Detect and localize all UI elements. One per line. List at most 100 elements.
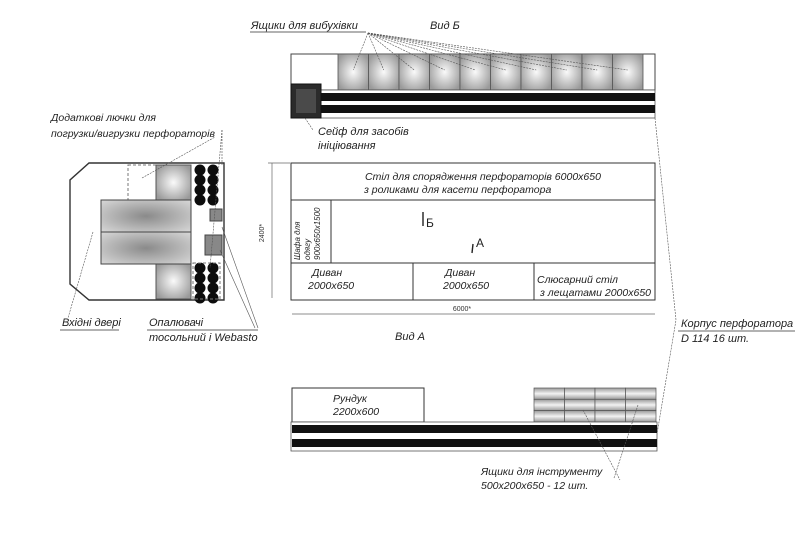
explosive-box-leader [367, 32, 445, 71]
perforator-body [194, 164, 206, 176]
sofa-plan-lower [100, 231, 192, 265]
heaters-label-line1: Опалювачі [149, 317, 204, 329]
explosive-box-leader [352, 32, 369, 71]
perforator-body [207, 272, 219, 284]
tool-box [594, 410, 626, 423]
interior-layout: 2400* Стіл для спорядження перфораторів … [259, 162, 656, 343]
view-a-title: Вид А [395, 331, 425, 343]
explosive-box [581, 53, 613, 91]
perforator-body [194, 184, 206, 196]
perforator-body [194, 194, 206, 206]
bench-label-line2: з лещатами 2000х650 [539, 287, 651, 299]
view-b-title: Вид Б [430, 20, 460, 32]
tool-box [533, 410, 565, 423]
tool-box [564, 398, 596, 411]
perforator-body-callout: Корпус перфоратора D 114 16 шт. [654, 117, 795, 441]
perforators-lower [194, 262, 219, 304]
hatches-label-line1: Додаткові лючки для [50, 112, 156, 124]
perforator-body [207, 262, 219, 274]
tool-box [564, 387, 596, 400]
explosive-box-leader [367, 32, 628, 71]
heaters-label-line2: тосольний і Webasto [149, 332, 258, 344]
rail-upper [320, 93, 655, 101]
perforator-body [194, 262, 206, 274]
explosive-box [490, 53, 522, 91]
explosive-box [612, 53, 644, 91]
perforator-body-line2: D 114 16 шт. [681, 333, 749, 345]
explosive-box [551, 53, 583, 91]
tool-box [594, 398, 626, 411]
wardrobe-label-line2: одягу [303, 238, 312, 260]
perforator-body [207, 292, 219, 304]
chest-label-line1: Рундук [333, 393, 368, 405]
perforator-body [194, 272, 206, 284]
explosive-box [520, 53, 552, 91]
table-label-line2: з роликами для касети перфоратора [363, 184, 551, 196]
hatch-upper [127, 164, 157, 201]
sofa2-label-line1: Диван [444, 267, 475, 279]
rail-lower [292, 439, 657, 447]
hatches-label-line2: погрузки/вигрузки перфораторів [51, 128, 215, 140]
safe-leader [304, 117, 314, 131]
tool-box [564, 410, 596, 423]
chest-box [291, 387, 425, 423]
perforator-body [194, 174, 206, 186]
tool-box [625, 410, 657, 423]
marker-a: А [476, 236, 484, 250]
tool-boxes-grid [533, 387, 657, 423]
explosive-box-leader [367, 32, 476, 71]
table-label-line1: Стіл для спорядження перфораторів 6000х6… [365, 171, 601, 183]
hatch-leader-3 [209, 129, 223, 269]
wardrobe-label-line1: Шафа для [293, 221, 302, 260]
explosive-box-leader [367, 32, 415, 71]
tool-box [625, 398, 657, 411]
explosive-box [337, 53, 369, 91]
explosive-boxes-label: Ящики для вибухівки [250, 20, 358, 32]
tool-box [594, 387, 626, 400]
sofa2-label-line2: 2000х650 [442, 280, 489, 292]
explosive-box-leader [367, 32, 385, 71]
perforator-body-line1: Корпус перфоратора [681, 318, 793, 330]
explosive-box [429, 53, 461, 91]
heater-leader-1 [221, 226, 259, 329]
explosive-box [459, 53, 491, 91]
perforator-body [194, 282, 206, 294]
tool-boxes-label-line1: Ящики для інструменту [480, 466, 603, 478]
box-lower [155, 262, 192, 300]
safe-label-line1: Сейф для засобів [318, 126, 409, 138]
view-a: Рундук 2200х600 Ящики для інструменту 50… [290, 387, 658, 492]
perforator-body [207, 164, 219, 176]
tool-boxes-label-line2: 500х200х650 - 12 шт. [481, 480, 588, 492]
explosive-boxes-row [337, 53, 644, 91]
bench-label-line1: Слюсарний стіл [537, 274, 618, 286]
marker-b: Б [426, 216, 434, 230]
perforator-leader [654, 117, 677, 441]
sofa-plan-upper [100, 199, 192, 233]
tool-box [533, 398, 565, 411]
explosive-box [398, 53, 430, 91]
safe-door [296, 89, 316, 113]
tool-leader-1 [582, 409, 621, 481]
explosive-box-leader [367, 32, 537, 71]
chest-label-line2: 2200х600 [332, 406, 379, 418]
rail-lower [320, 105, 655, 113]
marker-a-arrow [471, 243, 474, 254]
perforator-body [207, 174, 219, 186]
perforator-body [207, 282, 219, 294]
tool-box [533, 387, 565, 400]
explosive-box [368, 53, 400, 91]
hatch-lower [192, 262, 221, 300]
wardrobe-label-line3: 900х650х1500 [313, 207, 322, 260]
safe-label-line2: ініціювання [318, 140, 376, 152]
interior-frame [290, 162, 656, 301]
view-b: Ящики для вибухівки Вид Б Сейф для засоб… [250, 20, 656, 152]
dim-width-label: 6000* [453, 306, 472, 313]
perforator-body [207, 194, 219, 206]
dim-height-label: 2400* [259, 224, 266, 243]
sofa1-label-line2: 2000х650 [307, 280, 354, 292]
explosive-box-leader [367, 32, 598, 71]
tool-box [625, 387, 657, 400]
sofa1-label-line1: Диван [311, 267, 342, 279]
explosive-box-leader [367, 32, 506, 71]
